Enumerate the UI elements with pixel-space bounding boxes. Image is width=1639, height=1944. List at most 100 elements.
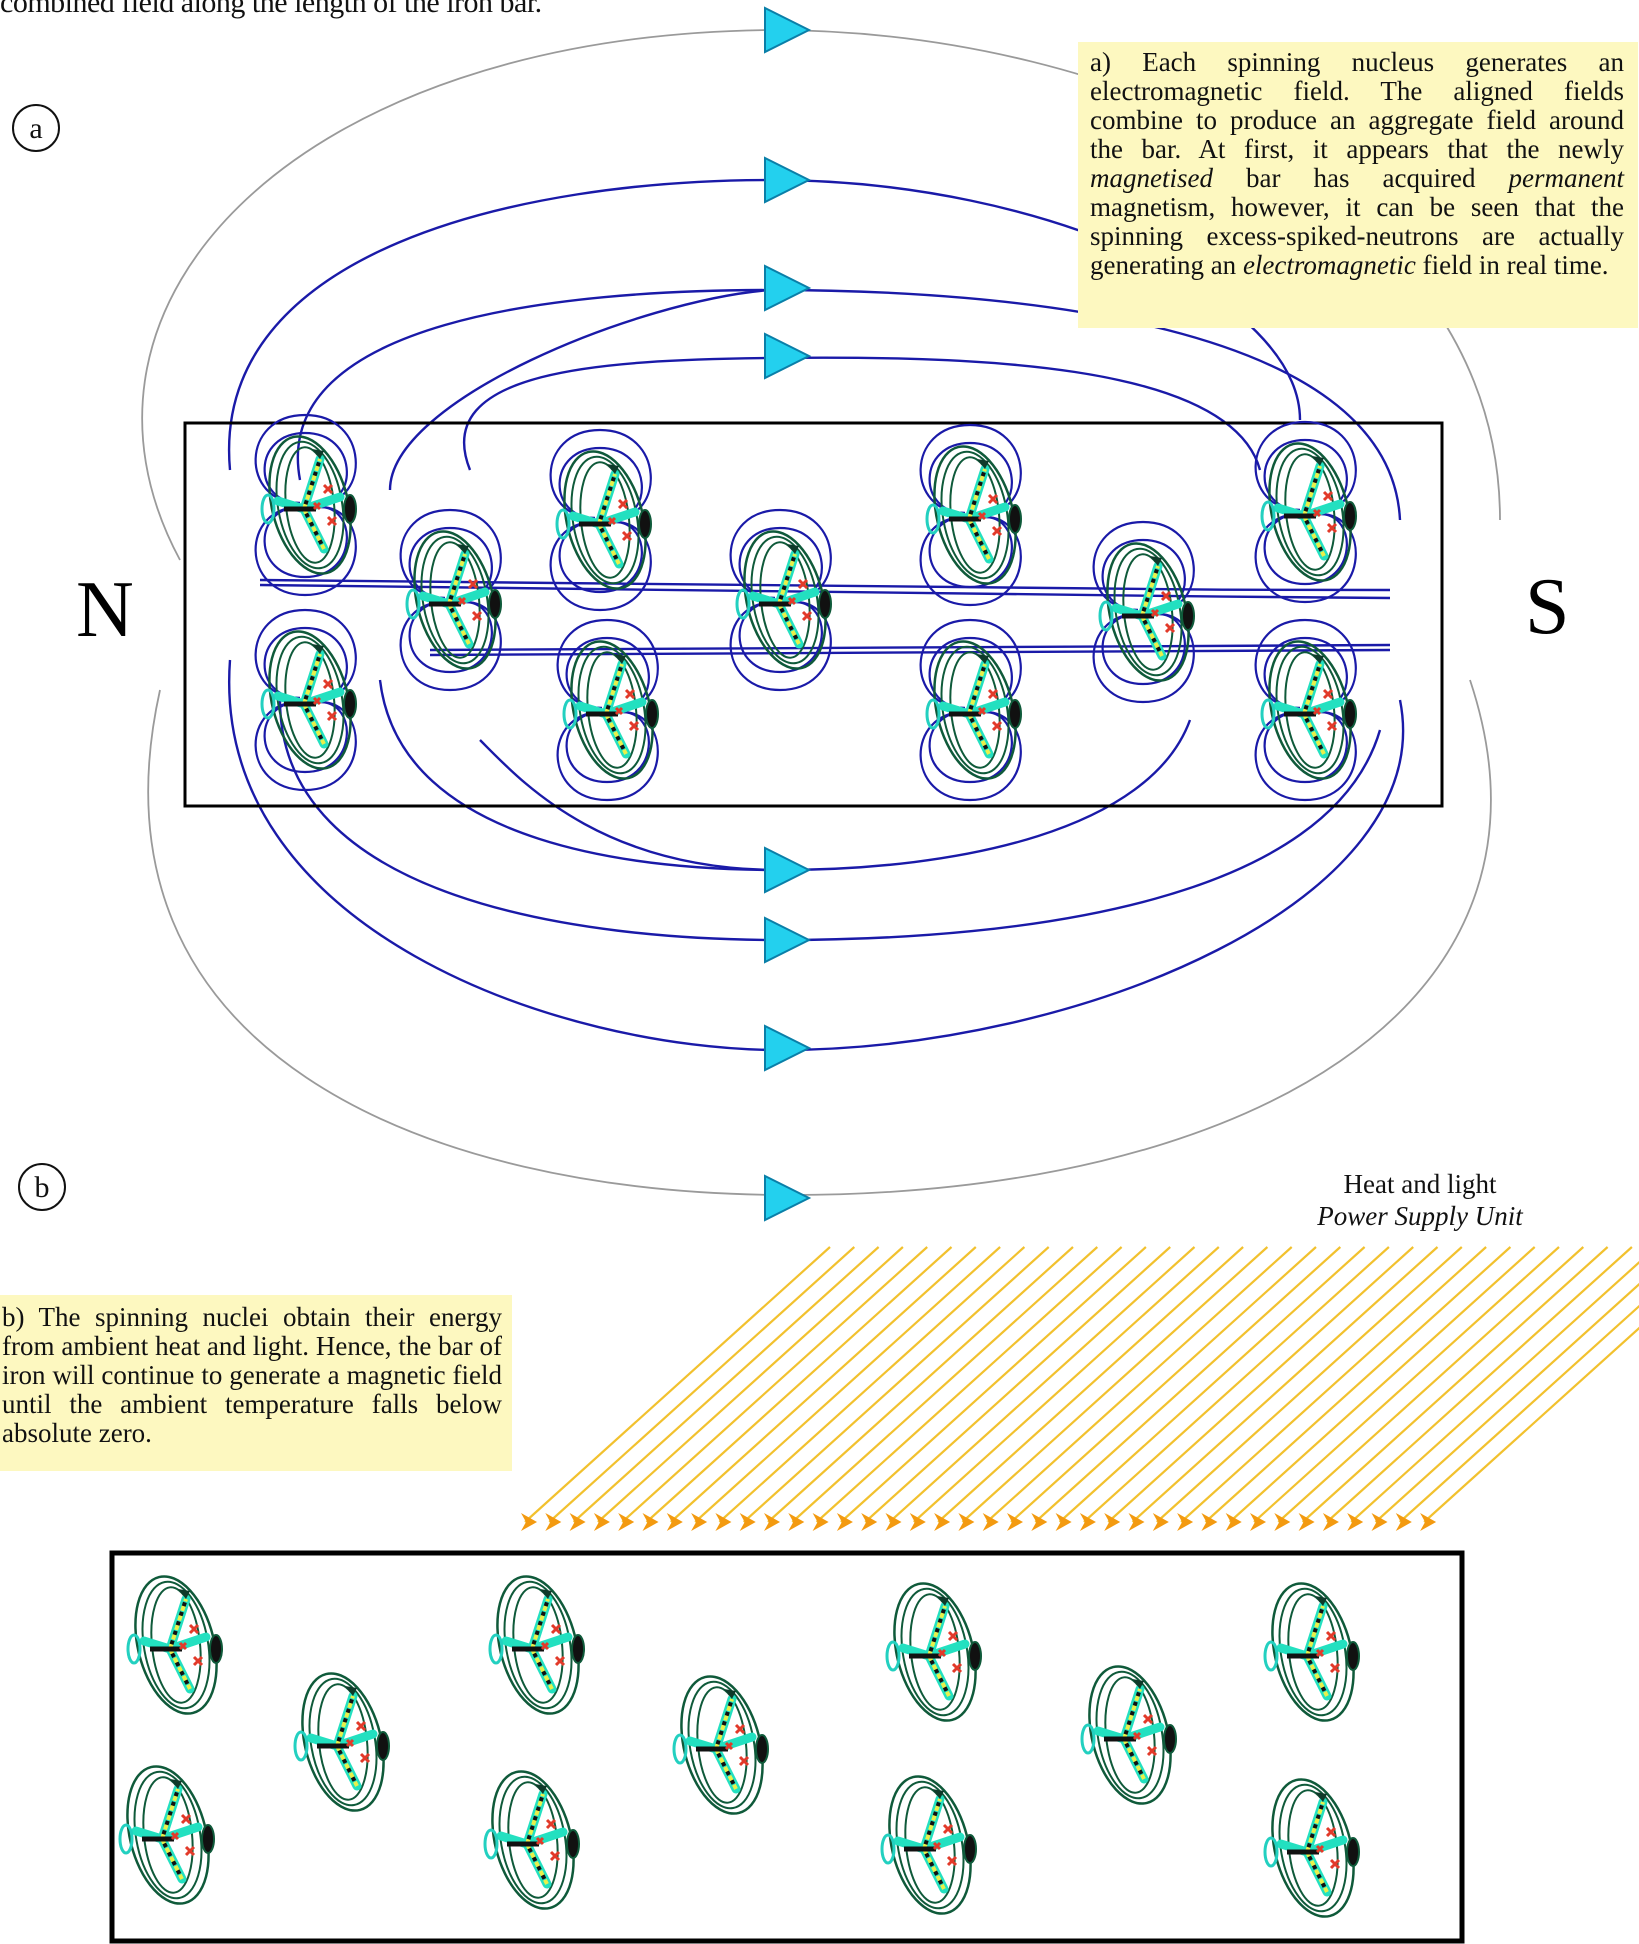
heat-ray-icon [1010,1246,1317,1523]
field-direction-arrow-icon [764,1175,810,1221]
spinning-nucleus-icon [256,428,364,582]
north-pole-label: N [76,566,134,654]
heat-ray-head [1371,1513,1388,1531]
heat-ray-icon [1156,1246,1463,1523]
iron-bar-b [109,1550,1465,1944]
field-direction-arrow-icon [764,847,810,893]
heat-ray-head [1225,1513,1242,1531]
heat-ray-head [1420,1513,1437,1531]
heat-ray-icon [548,1246,856,1523]
heat-ray-head [1322,1513,1339,1531]
spinning-nucleus-icon [1094,535,1202,689]
field-direction-arrow-icon [764,265,810,311]
spinning-nucleus-icon [1256,633,1364,787]
heat-ray-icon [1058,1246,1366,1523]
heat-ray-head [521,1513,537,1531]
heat-ray-head [861,1513,878,1531]
heat-ray-head [1250,1513,1266,1531]
south-pole-label: S [1525,563,1570,651]
heat-ray-icon [815,1246,1123,1523]
heat-ray-icon [694,1246,1001,1523]
heat-ray-head [545,1513,562,1531]
caption-a: a) Each spinning nucleus generates an el… [1078,42,1638,328]
heat-ray-icon [645,1246,953,1523]
spinning-nucleus-icon [256,623,364,777]
heat-ray-head [982,1513,999,1531]
heat-ray-head [1201,1513,1218,1531]
spinning-nucleus-icon [921,438,1029,592]
heat-ray-head [885,1513,902,1531]
heat-ray-head [1007,1513,1023,1531]
heat-ray-icon [1301,1246,1609,1523]
heat-ray-icon [1131,1246,1439,1523]
spinning-nucleus-icon [479,1763,587,1917]
spinning-nucleus-icon [881,1575,989,1729]
spinning-nucleus-icon [668,1668,776,1822]
heat-ray-head [1274,1513,1291,1531]
heat-ray-head [764,1513,780,1531]
heat-ray-icon [670,1246,977,1523]
spinning-nucleus-icon [1259,1575,1367,1729]
heat-ray-icon [1423,1326,1639,1523]
heat-ray-icon [1034,1246,1342,1523]
heat-ray-icon [1253,1246,1560,1523]
heat-ray-head [1395,1513,1412,1531]
field-direction-arrow-icon [764,1025,810,1071]
heat-ray-icon [1228,1246,1536,1523]
heat-ray-head [691,1513,708,1531]
heat-ray-icon [524,1246,831,1523]
heat-ray-head [1152,1513,1169,1531]
heat-ray-icon [572,1246,880,1523]
heat-ray-icon [1180,1246,1487,1523]
power-supply-label: Heat and light Power Supply Unit [1270,1168,1570,1232]
heat-ray-head [715,1513,732,1531]
heat-ray-icon [1399,1304,1639,1523]
heat-ray-icon [718,1246,1026,1523]
heat-ray-icon [961,1246,1269,1523]
heat-ray-icon [1374,1282,1639,1523]
heat-ray-head [836,1513,853,1531]
heat-ray-icon [597,1246,904,1523]
heat-ray-head [909,1513,926,1531]
heat-ray-head [1128,1513,1145,1531]
spinning-nucleus-icon [1259,1771,1367,1925]
spinning-nucleus-icon [1256,435,1364,589]
power-supply-line2: Power Supply Unit [1317,1201,1523,1231]
heat-ray-icon [864,1246,1171,1523]
heat-ray-icon [1277,1246,1585,1523]
spinning-nucleus-icon [114,1758,222,1912]
heat-ray-head [1347,1513,1364,1531]
spinning-nucleus-icon [551,443,659,597]
heat-ray-head [618,1513,635,1531]
heat-ray-head [958,1513,975,1531]
heat-ray-head [642,1513,659,1531]
heat-ray-icon [985,1246,1293,1523]
heat-ray-icon [840,1246,1147,1523]
spinning-nucleus-icon [484,1568,592,1722]
heat-ray-head [934,1513,951,1531]
heat-ray-icon [767,1246,1074,1523]
heat-ray-head [812,1513,829,1531]
heat-ray-head [1298,1513,1315,1531]
heat-ray-icon [1326,1246,1633,1523]
heat-ray-icon [1350,1261,1639,1523]
field-direction-arrow-icon [764,917,810,963]
heat-ray-head [593,1513,610,1531]
heat-ray-icon [937,1246,1244,1523]
heat-ray-icon [913,1246,1220,1523]
heat-light-rays [521,1246,1639,1531]
spinning-nucleus-icon [122,1568,230,1722]
heat-ray-icon [621,1246,928,1523]
spinning-nucleus-icon [1076,1658,1184,1812]
heat-ray-head [1055,1513,1072,1531]
heat-ray-icon [742,1246,1050,1523]
nuclei-b [114,1568,1367,1925]
heat-ray-head [1079,1513,1096,1531]
heat-ray-icon [791,1246,1099,1523]
heat-ray-head [1177,1513,1194,1531]
caption-b: b) The spinning nuclei obtain their ener… [0,1295,512,1471]
heat-ray-icon [1204,1246,1512,1523]
iron-bar-a [183,421,1444,808]
heat-ray-head [569,1513,586,1531]
